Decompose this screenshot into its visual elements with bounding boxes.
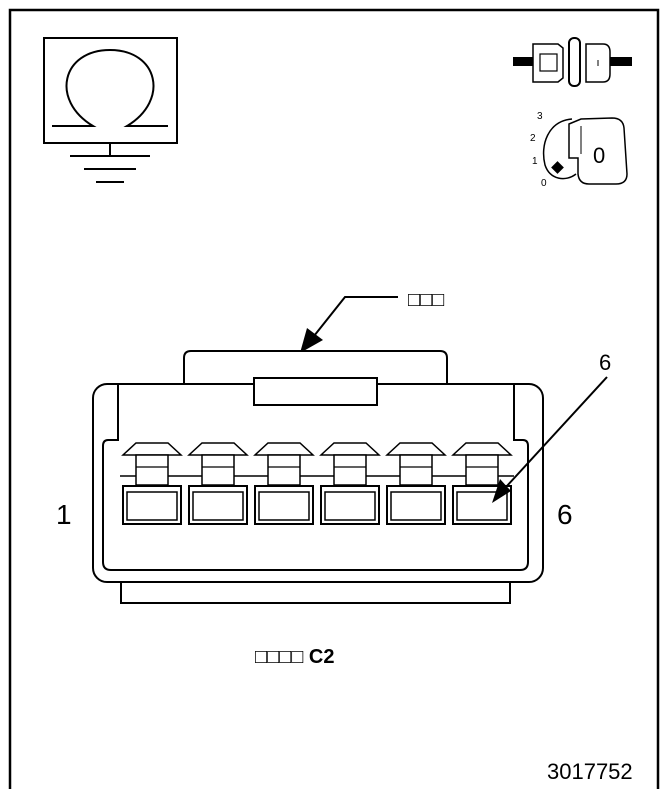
callout-label: □□□ <box>408 289 444 311</box>
pin-terminal-1 <box>121 442 183 525</box>
ohmmeter-ground-icon <box>43 37 178 183</box>
callout-arrow <box>300 296 398 353</box>
connector-name-prefix: □□□□ <box>255 646 303 668</box>
figure-number: 3017752 <box>547 759 633 784</box>
connector-name-id: C2 <box>309 646 335 668</box>
connector-body <box>92 350 544 604</box>
pin-terminal-3 <box>253 442 315 525</box>
ignition-scale-3: 3 <box>537 111 543 122</box>
ignition-scale-0: 0 <box>541 178 547 189</box>
connector-name: □□□□ C2 <box>255 646 334 668</box>
pin6-callout-label: 6 <box>599 350 611 375</box>
pin-terminal-4 <box>319 442 381 525</box>
pin-terminals <box>121 442 513 525</box>
ignition-position-label: 0 <box>593 143 605 168</box>
ignition-scale-1: 1 <box>532 156 538 167</box>
pin-terminal-6 <box>451 442 513 525</box>
pin-terminal-2 <box>187 442 249 525</box>
pin6-end-label: 6 <box>557 499 573 530</box>
pin-terminal-5 <box>385 442 447 525</box>
ignition-key-off-icon: 3 2 1 0 0 <box>530 111 628 189</box>
pin6-callout-arrow <box>492 376 608 503</box>
pin1-label: 1 <box>56 499 72 530</box>
disconnected-connector-icon <box>513 37 632 87</box>
frame-border <box>8 8 660 789</box>
ignition-scale-2: 2 <box>530 133 536 144</box>
